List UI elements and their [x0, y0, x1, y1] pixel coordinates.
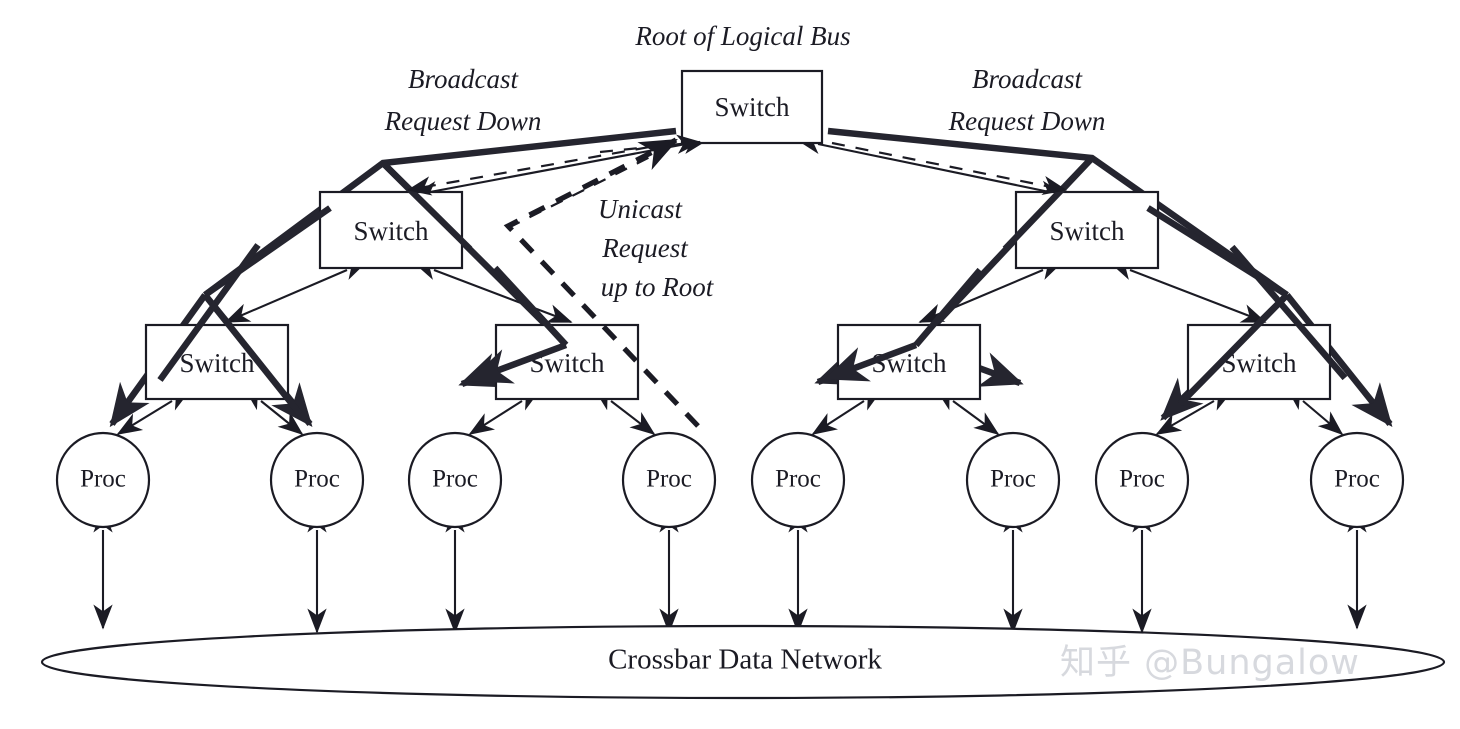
- annotation-unicast-line3: up to Root: [601, 272, 715, 302]
- switch-node-l3c[interactable]: Switch: [836, 323, 982, 401]
- annotation-broadcast-left-line2: Request Down: [384, 106, 542, 136]
- switch-node-l2a[interactable]: Switch: [318, 190, 464, 270]
- proc-node-p7[interactable]: Proc: [1094, 431, 1190, 529]
- crossbar-data-network[interactable]: Crossbar Data Network: [40, 624, 1446, 700]
- link-l3c-p5: [811, 388, 884, 435]
- broadcast-overlay-l3d: [1229, 244, 1348, 381]
- link-l3b-p4: [593, 387, 656, 436]
- proc-label: Proc: [1334, 466, 1380, 493]
- broadcast-overlay-l3a-b: [202, 292, 303, 417]
- proc-circle: [750, 431, 846, 529]
- link-l3d-p8: [1285, 386, 1344, 436]
- broadcast-overlay-segments: [157, 155, 1348, 417]
- proc-label: Proc: [646, 466, 692, 493]
- broadcast-overlay-l3d-b: [1177, 292, 1290, 407]
- switch-box: [1014, 190, 1160, 270]
- proc-node-p5[interactable]: Proc: [750, 431, 846, 529]
- annotation-unicast-line1: Unicast: [598, 194, 683, 224]
- proc-circle: [1309, 431, 1405, 529]
- switch-label: Switch: [871, 348, 947, 378]
- switch-label: Switch: [1049, 216, 1125, 246]
- switch-label: Switch: [179, 348, 255, 378]
- switch-box: [680, 69, 824, 145]
- tree-links-thin: [116, 134, 1344, 436]
- proc-node-p3[interactable]: Proc: [407, 431, 503, 529]
- unicast-paths: [406, 134, 1068, 428]
- broadcast-path-right-arm-p8: [1284, 292, 1393, 428]
- switch-node-root[interactable]: Switch: [680, 69, 824, 145]
- annotation-root-of-logical-bus: Root of Logical Bus: [634, 21, 850, 51]
- switch-node-l3a[interactable]: Switch: [144, 323, 290, 401]
- link-l3c-p6: [934, 387, 1000, 435]
- proc-label: Proc: [990, 466, 1036, 493]
- broadcast-overlay-l2b-left: [1002, 155, 1095, 252]
- broadcast-overlay-l2a: [203, 205, 332, 298]
- link-l2a-l3a: [224, 261, 368, 323]
- proc-node-p6[interactable]: Proc: [965, 431, 1061, 529]
- link-root-l2a: [412, 134, 709, 201]
- proc-label: Proc: [80, 466, 126, 493]
- annotation-broadcast-left-line1: Broadcast: [408, 64, 519, 94]
- annotations: Root of Logical Bus Broadcast Request Do…: [384, 21, 1106, 302]
- proc-node-p1[interactable]: Proc: [55, 431, 151, 529]
- proc-node-p4[interactable]: Proc: [621, 431, 717, 529]
- proc-circle: [407, 431, 503, 529]
- switch-node-l2b[interactable]: Switch: [1014, 190, 1160, 270]
- broadcast-overlay-l3b-arm: [468, 341, 568, 384]
- watermark-text: 知乎 @Bungalow: [1060, 643, 1360, 683]
- proc-nodes: Proc Proc Proc Proc Proc Proc: [55, 431, 1405, 529]
- proc-label: Proc: [775, 466, 821, 493]
- broadcast-overlay-l3c: [913, 267, 983, 348]
- annotation-broadcast-right-line2: Request Down: [948, 106, 1106, 136]
- broadcast-overlay-l3c-arm: [824, 341, 918, 382]
- proc-circle: [1094, 431, 1190, 529]
- link-root-l2b: [795, 135, 1066, 200]
- broadcast-overlay-l2a-right: [380, 160, 473, 252]
- proc-crossbar-links: [93, 507, 1367, 634]
- dashed-root-to-l2a: [406, 141, 673, 196]
- annotation-broadcast-right-line1: Broadcast: [972, 64, 1083, 94]
- proc-node-p2[interactable]: Proc: [269, 431, 365, 529]
- broadcast-overlay-l3a: [157, 243, 261, 382]
- switch-box: [318, 190, 464, 270]
- dashed-root-to-l2b: [831, 141, 1068, 195]
- switch-label: Switch: [714, 92, 790, 122]
- proc-circle: [269, 431, 365, 529]
- switch-label: Switch: [353, 216, 429, 246]
- proc-label: Proc: [1119, 466, 1165, 493]
- proc-label: Proc: [294, 466, 340, 493]
- switch-nodes: Switch Switch Switch Switch Switch Switc…: [144, 69, 1332, 401]
- crossbar-ellipse: [40, 624, 1446, 700]
- proc-circle: [55, 431, 151, 529]
- proc-label: Proc: [432, 466, 478, 493]
- broadcast-overlay-l3b: [492, 265, 569, 348]
- link-l3b-p3: [468, 388, 542, 435]
- link-l2b-l3d: [1108, 261, 1267, 323]
- link-l2a-l3b: [412, 261, 573, 323]
- proc-circle: [965, 431, 1061, 529]
- dashed-unicast-up-to-root: [503, 137, 700, 428]
- proc-circle: [621, 431, 717, 529]
- crossbar-label: Crossbar Data Network: [608, 644, 882, 676]
- proc-node-p8[interactable]: Proc: [1309, 431, 1405, 529]
- annotation-unicast-line2: Request: [601, 233, 689, 263]
